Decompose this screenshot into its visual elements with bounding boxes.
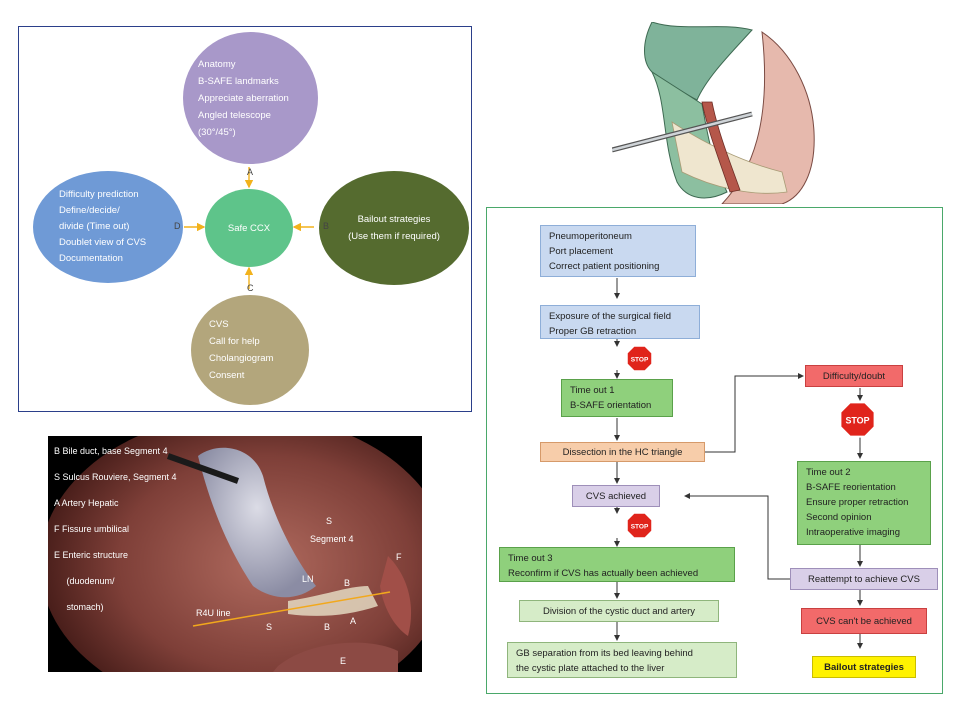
bailout-line: (Use them if required)	[348, 231, 440, 242]
box-timeout2: Time out 2 B-SAFE reorientation Ensure p…	[797, 461, 931, 545]
label-r4u-line: R4U line	[196, 608, 231, 618]
box-division: Division of the cystic duct and artery	[519, 600, 719, 622]
letter-b: B	[323, 221, 330, 231]
exposure-line: Exposure of the surgical field	[549, 311, 671, 322]
exposure-line: Proper GB retraction	[549, 326, 637, 337]
bubble-safe-ccx: Safe CCX	[205, 189, 293, 267]
division-label: Division of the cystic duct and artery	[542, 605, 696, 617]
box-difficulty: Difficulty/doubt	[805, 365, 903, 387]
legend-line: F Fissure umbilical	[54, 524, 130, 534]
cvs-line: Call for help	[209, 336, 260, 347]
stop-sign-text: STOP	[845, 416, 869, 426]
difficulty-line: Define/decide/	[59, 205, 120, 216]
bubble-difficulty: Difficulty prediction Define/decide/ div…	[33, 171, 183, 283]
label-s: S	[326, 516, 333, 526]
legend-line: S Sulcus Rouviere, Segment 4	[54, 472, 177, 482]
label-segment4: Segment 4	[310, 534, 354, 544]
difficulty-line: Documentation	[59, 253, 123, 264]
difficulty-line: divide (Time out)	[59, 221, 130, 232]
difficulty-label: Difficulty/doubt	[822, 370, 886, 382]
anatomy-line: Anatomy	[198, 58, 236, 70]
box-cvs-achieved: CVS achieved	[572, 485, 660, 507]
label-a: A	[350, 616, 357, 626]
setup-line: Pneumoperitoneum	[549, 231, 632, 242]
cvs-line: Consent	[209, 370, 245, 381]
box-bailout: Bailout strategies	[812, 656, 916, 678]
timeout1-line: Time out 1	[570, 385, 615, 396]
label-e: E	[340, 656, 347, 666]
label-s-low: S	[266, 622, 273, 632]
anatomy-line: Appreciate aberration	[198, 92, 289, 104]
timeout2-line: B-SAFE reorientation	[806, 482, 896, 493]
box-dissection: Dissection in the HC triangle	[540, 442, 705, 462]
cvs-line: Cholangiogram	[209, 353, 274, 364]
laparoscopic-photo: B Bile duct, base Segment 4 S Sulcus Rou…	[48, 436, 422, 672]
box-timeout3: Time out 3 Reconfirm if CVS has actually…	[499, 547, 735, 582]
box-reattempt: Reattempt to achieve CVS	[790, 568, 938, 590]
timeout1-line: B-SAFE orientation	[570, 400, 652, 411]
surgical-illustration	[611, 21, 816, 205]
bailout-line: Bailout strategies	[357, 214, 431, 225]
letter-a: A	[247, 167, 254, 177]
stop-sign-text: STOP	[631, 357, 649, 364]
box-setup: Pneumoperitoneum Port placement Correct …	[540, 225, 696, 277]
anatomy-line: (30°/45°)	[198, 126, 236, 138]
cvs-line: CVS	[209, 319, 229, 330]
bubble-cvs: CVS Call for help Cholangiogram Consent	[191, 295, 309, 405]
label-b-low: B	[324, 622, 331, 632]
safe-ccx-label: Safe CCX	[227, 222, 271, 234]
gallbladder-illustration	[611, 21, 815, 205]
stop-sign-text: STOP	[631, 524, 649, 531]
setup-line: Port placement	[549, 246, 613, 257]
reattempt-label: Reattempt to achieve CVS	[808, 573, 920, 585]
label-f: F	[396, 552, 402, 562]
difficulty-line: Difficulty prediction	[59, 189, 139, 200]
timeout2-line: Intraoperative imaging	[806, 527, 900, 538]
bubble-bailout: Bailout strategies (Use them if required…	[319, 171, 469, 285]
box-separation: GB separation from its bed leaving behin…	[507, 642, 737, 678]
flowchart-connectors	[614, 278, 863, 649]
legend-line: B Bile duct, base Segment 4	[54, 446, 168, 456]
anatomy-line: Angled telescope	[198, 109, 271, 121]
legend-line: (duodenum/	[54, 576, 115, 586]
stop-sign-icon: STOP	[626, 345, 653, 372]
timeout2-line: Second opinion	[806, 512, 872, 523]
diagram-arrows	[184, 167, 314, 289]
procedure-flowchart: Pneumoperitoneum Port placement Correct …	[486, 207, 943, 694]
timeout3-line: Reconfirm if CVS has actually been achie…	[508, 568, 699, 579]
dissection-label: Dissection in the HC triangle	[562, 446, 683, 458]
separation-line: GB separation from its bed leaving behin…	[516, 648, 693, 659]
setup-line: Correct patient positioning	[549, 261, 660, 272]
legend-line: A Artery Hepatic	[54, 498, 119, 508]
letter-c: C	[247, 283, 254, 293]
legend-line: stomach)	[54, 602, 104, 612]
cvs-achieved-label: CVS achieved	[585, 490, 647, 502]
label-b: B	[344, 578, 351, 588]
anatomy-line: B-SAFE landmarks	[198, 75, 279, 87]
stop-sign-icon: STOP	[839, 401, 876, 438]
box-exposure: Exposure of the surgical field Proper GB…	[540, 305, 700, 339]
legend-line: E Enteric structure	[54, 550, 129, 560]
difficulty-line: Doublet view of CVS	[59, 237, 147, 248]
separation-line: the cystic plate attached to the liver	[516, 663, 665, 674]
bubble-anatomy: Anatomy B-SAFE landmarks Appreciate aber…	[183, 32, 318, 164]
letter-d: D	[174, 221, 181, 231]
timeout3-line: Time out 3	[508, 553, 553, 564]
label-ln: LN	[302, 574, 314, 584]
safe-ccx-diagram: Anatomy B-SAFE landmarks Appreciate aber…	[18, 26, 472, 412]
box-cvs-cant: CVS can't be achieved	[801, 608, 927, 634]
box-timeout1: Time out 1 B-SAFE orientation	[561, 379, 673, 417]
laparoscopic-view-image	[48, 436, 422, 672]
cvs-cant-label: CVS can't be achieved	[816, 615, 912, 627]
bailout-label: Bailout strategies	[824, 661, 904, 673]
timeout2-line: Time out 2	[806, 467, 851, 478]
stop-sign-icon: STOP	[626, 512, 653, 539]
timeout2-line: Ensure proper retraction	[806, 497, 909, 508]
